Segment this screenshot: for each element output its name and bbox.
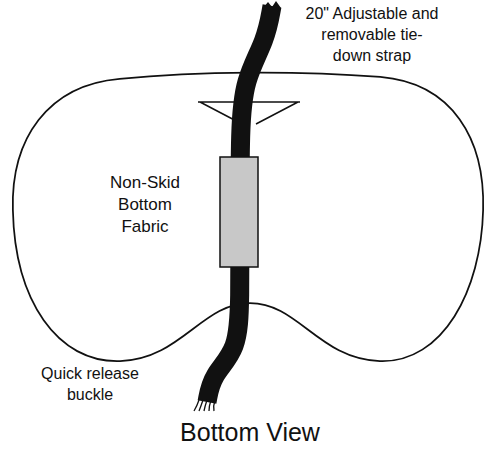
buckle-tip xyxy=(204,400,207,411)
strap-end xyxy=(263,1,281,12)
strap-slider xyxy=(220,157,258,267)
callout-label: 20" Adjustable and removable tie-down st… xyxy=(303,4,441,66)
cushion-shape xyxy=(12,72,484,364)
caption: Bottom View xyxy=(120,416,380,449)
buckle-tip xyxy=(199,400,203,411)
tie-down-strap xyxy=(207,6,272,402)
part-label: Non-Skid Bottom Fabric xyxy=(103,172,187,238)
buckle-tip xyxy=(214,400,215,411)
cushion-outline: Non-Skid Bottom Fabric xyxy=(12,72,484,364)
buckle-tip xyxy=(194,400,199,411)
callout-label: Quick release buckle xyxy=(34,364,146,406)
buckle-tip xyxy=(209,400,211,411)
